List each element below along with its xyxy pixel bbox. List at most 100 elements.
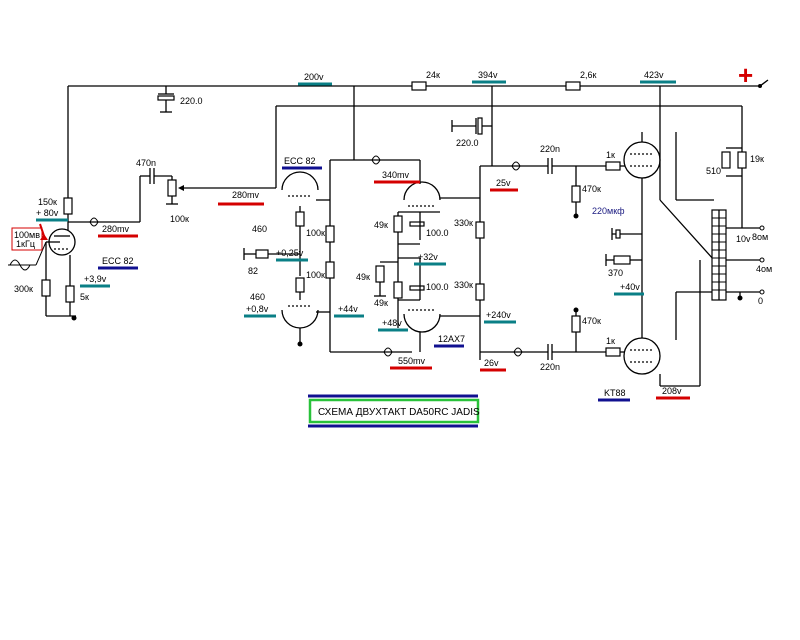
voltage-labels: 200v 394v 423v + 80v 280mv 280mv ECC 82 … (36, 70, 751, 402)
label-r470k-b: 470к (582, 316, 601, 326)
voltage-10: 10v (736, 234, 751, 244)
resistor-330k-a (475, 221, 485, 239)
input-frequency: 1кГц (16, 239, 35, 249)
label-r370: 370 (608, 268, 623, 278)
voltage-0-8: +0,8v (246, 304, 269, 314)
label-r330k-a: 330к (454, 218, 473, 228)
label-r300k: 300к (14, 284, 33, 294)
output-stage-kt88 (605, 86, 701, 387)
label-r330k-b: 330к (454, 280, 473, 290)
tube-kt88-lower (623, 337, 661, 375)
voltage-40: +40v (620, 282, 640, 292)
label-pot100k: 100к (170, 214, 189, 224)
voltage-3-9: +3,9v (84, 274, 107, 284)
title-box: СХЕМА ДВУХТАКТ DA50RC JADIS (308, 394, 480, 428)
output-8ohm: 8ом (752, 232, 768, 242)
label-r510: 510 (706, 166, 721, 176)
resistor-49k-b (375, 265, 385, 283)
label-c220mkf: 220мкф (592, 206, 625, 216)
resistor-300k (41, 279, 51, 297)
voltage-0-25: +0,25v (276, 248, 304, 258)
label-r5k: 5к (80, 292, 89, 302)
tube-12ax7-lower (403, 313, 441, 333)
voltage-25: 25v (496, 178, 511, 188)
label-r2-6k: 2,6к (580, 70, 597, 80)
resistor-510 (721, 151, 731, 169)
resistor-49k-a (393, 215, 403, 233)
voltage-394: 394v (478, 70, 498, 80)
resistor-470k-b (571, 315, 581, 333)
capacitor-220-mid (477, 117, 483, 135)
resistor-1k-b (605, 347, 621, 357)
tube-ecc82-upper (281, 171, 319, 191)
plus-sign: + (738, 60, 753, 90)
resistor-49k-c (393, 281, 403, 299)
label-r49k-b: 49к (356, 272, 370, 282)
tube-label-12ax7: 12AX7 (438, 334, 465, 344)
label-r82: 82 (248, 266, 258, 276)
input-signal-box (11, 227, 43, 251)
resistor-100k-a (325, 225, 335, 243)
tube-12ax7-upper (403, 181, 441, 201)
label-c470n: 470n (136, 158, 156, 168)
label-r24k: 24к (426, 70, 440, 80)
resistor-82 (255, 249, 269, 259)
tube-ecc82-lower (281, 309, 319, 329)
voltage-48: +48v (382, 318, 402, 328)
resistor-100k-b (325, 261, 335, 279)
hv-rail (68, 79, 769, 148)
capacitor-220mkf (615, 229, 621, 239)
resistor-370 (613, 255, 631, 265)
resistor-2-6k (565, 81, 581, 91)
voltage-280mv-b: 280mv (232, 190, 260, 200)
voltage-280mv-a: 280mv (102, 224, 130, 234)
label-c220-top: 220.0 (180, 96, 203, 106)
voltage-550mv: 550mv (398, 356, 426, 366)
voltage-208: 208v (662, 386, 682, 396)
label-r150k: 150к (38, 197, 57, 207)
voltage-32: +32v (418, 252, 438, 262)
voltage-44: +44v (338, 304, 358, 314)
output-4ohm: 4ом (756, 264, 772, 274)
resistor-460-b (295, 277, 305, 293)
phase-splitter-12ax7 (354, 155, 480, 357)
bias-network (451, 86, 630, 360)
voltage-80: + 80v (36, 208, 59, 218)
voltage-26: 26v (484, 358, 499, 368)
input-stage (8, 86, 276, 321)
resistor-19k (737, 151, 747, 169)
voltage-340mv: 340mv (382, 170, 410, 180)
label-c220n-b: 220n (540, 362, 560, 372)
resistor-24k (411, 81, 427, 91)
capacitor-100-b (409, 285, 425, 291)
label-r19k: 19к (750, 154, 764, 164)
label-c220-mid: 220.0 (456, 138, 479, 148)
voltage-423: 423v (644, 70, 664, 80)
schematic-title: СХЕМА ДВУХТАКТ DA50RC JADIS (318, 407, 480, 418)
input-level: 100мв (14, 230, 40, 240)
stage2-ecc82 (243, 86, 412, 353)
potentiometer-100k (167, 179, 177, 197)
capacitor-100-a (409, 221, 425, 227)
label-r1k-a: 1к (606, 150, 615, 160)
label-r460b: 460 (250, 292, 265, 302)
label-r100k-a: 100к (306, 228, 325, 238)
label-r49k-a: 49к (374, 220, 388, 230)
output-transformer (659, 132, 765, 340)
label-r460a: 460 (252, 224, 267, 234)
resistor-150k (63, 197, 73, 215)
resistor-1k-a (605, 161, 621, 171)
resistor-330k-b (475, 283, 485, 301)
resistor-470k-a (571, 185, 581, 203)
output-0: 0 (758, 296, 763, 306)
tube-label-kt88: KT88 (604, 388, 626, 398)
resistor-460-a (295, 211, 305, 227)
tube-label-ecc82: ECC 82 (284, 156, 316, 166)
label-r470k-a: 470к (582, 184, 601, 194)
label-c100-b: 100.0 (426, 282, 449, 292)
label-c220n-a: 220n (540, 144, 560, 154)
capacitor-220-top: 220.0 (157, 86, 203, 113)
label-c100-a: 100.0 (426, 228, 449, 238)
voltage-200: 200v (304, 72, 324, 82)
